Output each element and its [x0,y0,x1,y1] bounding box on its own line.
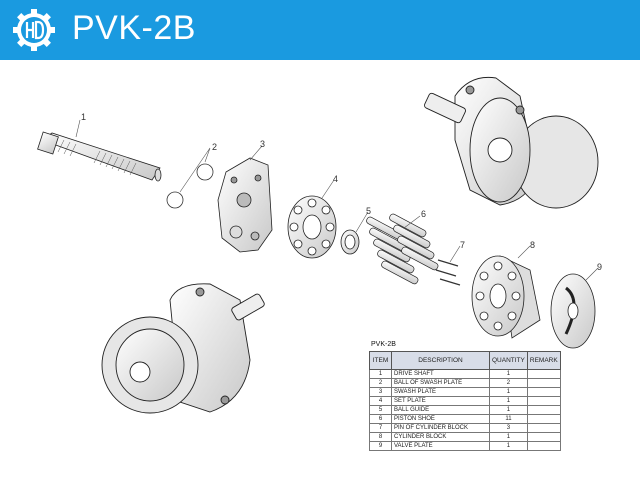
cell-description: VALVE PLATE [391,441,490,451]
table-header-row: ITEM DESCRIPTION QUANTITY REMARK [369,351,561,370]
cell-remark [526,378,561,388]
cell-remark [526,369,561,379]
cell-quantity: 1 [489,369,528,379]
header-item: ITEM [369,351,392,370]
callout-3: 3 [260,139,265,149]
cell-quantity: 1 [489,432,528,442]
callout-4: 4 [333,174,338,184]
header-description: DESCRIPTION [391,351,490,370]
cell-remark [526,432,561,442]
callout-6: 6 [421,209,426,219]
ball-of-swash-plate-part [166,163,214,209]
cell-item: 5 [369,405,392,415]
assembled-pump-top-illustration [424,76,599,209]
cell-item: 3 [369,387,392,397]
cell-remark [526,423,561,433]
callout-5: 5 [366,206,371,216]
header-bar: PVK-2B [0,0,640,60]
pin-of-cylinder-block-part [435,259,461,286]
set-plate-part [287,195,337,259]
header-quantity: QUANTITY [489,351,528,370]
hd-gear-logo-icon [13,9,55,51]
cell-quantity: 1 [489,387,528,397]
valve-plate-part [550,273,596,349]
callout-7: 7 [460,240,465,250]
cell-remark [526,405,561,415]
cell-description: PISTON SHOE [391,414,490,424]
cell-description: CYLINDER BLOCK [391,432,490,442]
header-remark: REMARK [526,351,561,370]
swash-plate-part [217,157,273,253]
callout-2: 2 [212,142,217,152]
page-title: PVK-2B [72,9,196,47]
cell-description: SWASH PLATE [391,387,490,397]
callout-9: 9 [597,262,602,272]
callout-1: 1 [81,112,86,122]
cell-remark [526,441,561,451]
cell-quantity: 2 [489,378,528,388]
cell-remark [526,414,561,424]
cell-description: PIN OF CYLINDER BLOCK [391,423,490,433]
piston-shoe-part [366,213,439,285]
cell-remark [526,396,561,406]
table-caption: PVK-2B [371,341,396,348]
ball-guide-part [340,229,360,255]
cell-description: SET PLATE [391,396,490,406]
cell-description: BALL GUIDE [391,405,490,415]
cell-quantity: 1 [489,396,528,406]
cell-item: 1 [369,369,392,379]
cell-item: 7 [369,423,392,433]
cell-quantity: 1 [489,405,528,415]
callout-8: 8 [530,240,535,250]
cell-description: BALL OF SWASH PLATE [391,378,490,388]
cell-item: 4 [369,396,392,406]
cell-item: 2 [369,378,392,388]
cell-item: 6 [369,414,392,424]
cylinder-block-part [471,255,541,339]
cell-item: 9 [369,441,392,451]
cell-description: DRIVE SHAFT [391,369,490,379]
cell-quantity: 11 [489,414,528,424]
cell-remark [526,387,561,397]
exploded-parts-diagram: 1 2 3 4 5 6 7 8 9 [37,76,602,414]
cell-quantity: 1 [489,441,528,451]
assembled-pump-bottom-illustration [101,283,265,414]
cell-quantity: 3 [489,423,528,433]
drive-shaft-part [37,131,162,182]
cell-item: 8 [369,432,392,442]
